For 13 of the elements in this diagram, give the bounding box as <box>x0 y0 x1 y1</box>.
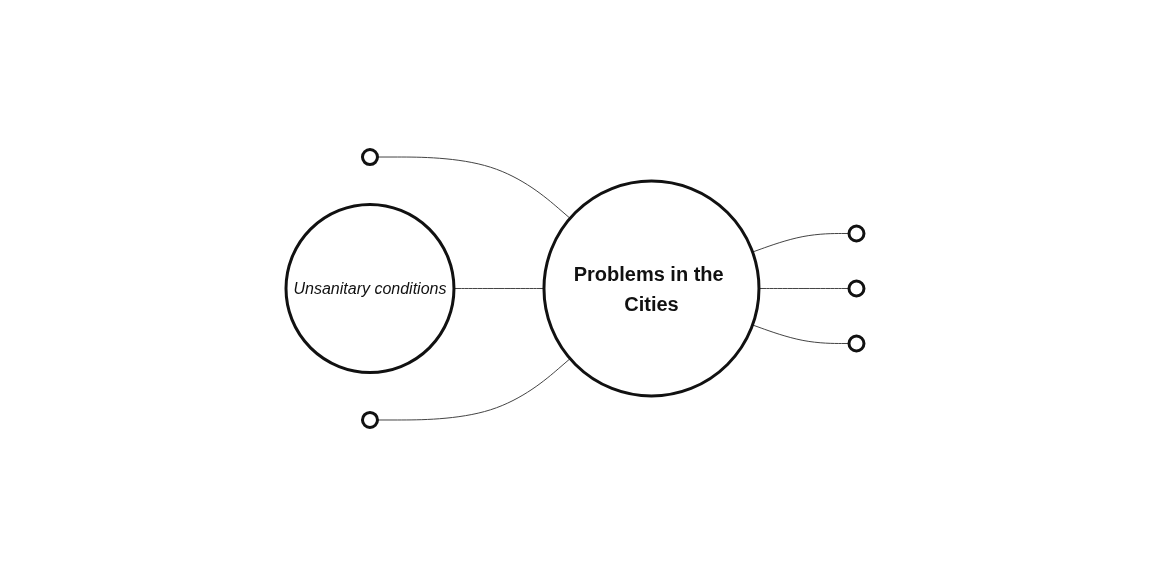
connector <box>453 288 545 289</box>
node-circle <box>284 203 456 374</box>
node-ellipse <box>847 279 866 298</box>
connector <box>758 288 850 289</box>
connector <box>377 156 571 219</box>
node-circle <box>542 179 761 398</box>
node-ellipse <box>361 411 379 429</box>
node-ellipse <box>847 224 866 243</box>
connector <box>752 233 850 253</box>
node-ellipse <box>847 334 866 353</box>
connector <box>752 324 850 344</box>
node-ellipse <box>361 148 379 166</box>
connector <box>377 358 571 421</box>
